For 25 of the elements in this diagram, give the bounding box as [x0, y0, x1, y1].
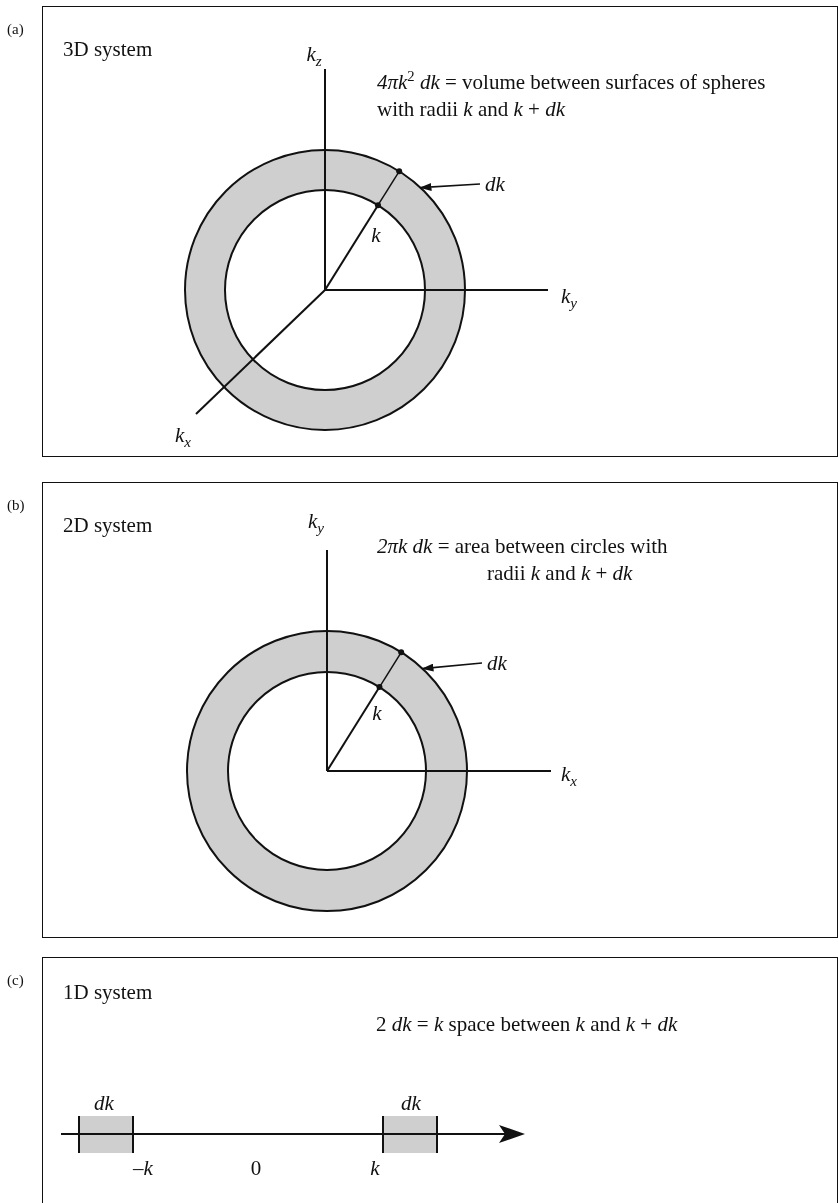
panel-tag: (c) — [7, 972, 24, 989]
axis-label: k$_{z}$ — [306, 43, 322, 65]
leader-line — [419, 182, 481, 191]
axis-label: k$_{x}$ — [175, 424, 191, 446]
leader-line — [421, 662, 483, 672]
formula-text: 2 dk = k space between k and k + dk — [376, 1011, 679, 1038]
panel-heading: 3D system — [63, 37, 153, 62]
panel-tag: (b) — [7, 497, 25, 514]
callout-label: dk — [485, 173, 505, 195]
formula-text: 2πk dk = area between circles with radii k and k + dk — [377, 533, 669, 588]
panel-heading: 2D system — [63, 513, 153, 538]
axis-label: 0 — [250, 1157, 262, 1179]
axis-label: dk — [401, 1092, 421, 1114]
callout-label: dk — [487, 652, 507, 674]
panel-heading: 1D system — [63, 980, 153, 1005]
axis-label: k$_{x}$ — [561, 763, 577, 785]
formula-text: 4πk$^{2}$ dk = volume between surfaces of spheres with radii k and k + dk — [377, 69, 767, 124]
axis-label: k — [371, 224, 381, 246]
panel-tag: (a) — [7, 21, 24, 38]
axis-label: k — [372, 702, 382, 724]
axis-label: dk — [94, 1092, 114, 1114]
axis-label: k — [370, 1157, 380, 1179]
shaded-ring — [184, 149, 466, 431]
shaded-ring — [186, 630, 468, 912]
axis-label: –k — [133, 1157, 153, 1179]
